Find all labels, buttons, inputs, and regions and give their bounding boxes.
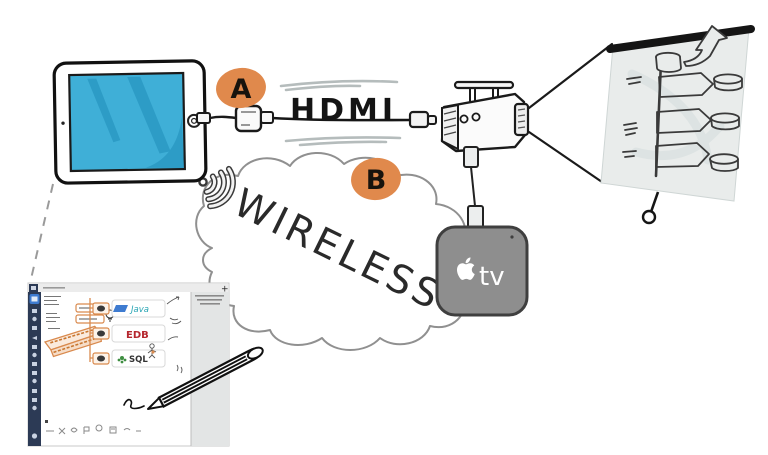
projection-beam (527, 42, 614, 184)
canvas-doodles (147, 296, 183, 374)
sql-flower-icon (117, 356, 127, 364)
card-sql-label: SQL (129, 355, 148, 365)
svg-text:B: B (366, 165, 387, 196)
option-a-badge: A (216, 67, 266, 109)
apple-tv: tv (435, 225, 529, 317)
svg-text:HDMI: HDMI (290, 93, 397, 128)
svg-text:A: A (231, 74, 252, 105)
tablet-camera (61, 121, 65, 125)
sketch-thumbnails (46, 424, 141, 435)
hdmi-cable (271, 110, 437, 129)
option-b-badge: B (351, 157, 401, 201)
appletv-logo-text: tv (479, 262, 505, 292)
appletv-hdmi-cable (463, 146, 484, 229)
ribbon-banner-sketch (43, 325, 102, 358)
flowchart-sketch (622, 25, 743, 178)
apple-logo-icon (457, 257, 475, 280)
card-edb-label: EDB (126, 330, 149, 341)
app-top-bar (29, 284, 228, 292)
stylus-pen (123, 346, 264, 410)
projection-screen (600, 25, 755, 225)
add-page-button: + (221, 285, 229, 295)
tablet (52, 59, 208, 185)
projector (440, 80, 530, 153)
hdmi-adapter (196, 104, 274, 133)
app-canvas: Java EDB SQL (43, 296, 183, 435)
stack-diagram-sketch: Java EDB SQL (89, 298, 166, 368)
zoom-dashed-lines (30, 183, 225, 282)
app-toolbar (28, 292, 41, 446)
card-java-label: Java (129, 305, 149, 315)
whiteboard-app-window: + (27, 282, 230, 447)
tablet-screen (68, 71, 186, 173)
hdmi-label: HDMI (279, 79, 402, 147)
